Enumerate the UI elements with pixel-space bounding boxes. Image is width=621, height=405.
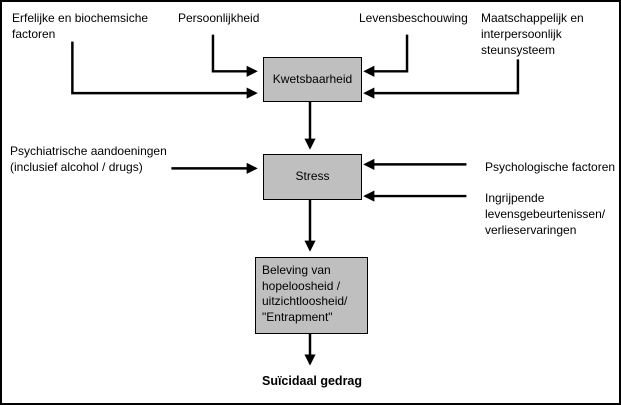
label-ingrijpende-levensgebeurtenissen: Ingrijpende levensgebeurtenissen/ verlie… [485, 191, 606, 238]
arrow-persoonlijkheid-to-kwetsbaarheid [211, 34, 258, 77]
label-maatschappelijk-steunsysteem: Maatschappelijk en interpersoonlijk steu… [481, 11, 584, 58]
node-stress: Stress [263, 154, 362, 200]
arrow-levensbeschouwing-to-kwetsbaarheid [363, 34, 409, 77]
label-persoonlijkheid: Persoonlijkheid [178, 11, 260, 25]
node-beleving-hopeloosheid: Beleving van hopeloosheid / uitzichtloos… [255, 257, 368, 334]
label-erfelijke-factoren: Erfelijke en biochemsiche factoren [12, 11, 149, 42]
node-kwetsbaarheid: Kwetsbaarheid [263, 57, 362, 102]
label-levensbeschouwing: Levensbeschouwing [359, 11, 468, 25]
arrow-erfelijke-to-kwetsbaarheid [71, 41, 258, 99]
label-psychiatrische-aandoeningen: Psychiatrische aandoeningen (inclusief a… [10, 144, 167, 175]
label-suicidaal-gedrag: Suïcidaal gedrag [261, 374, 363, 388]
arrow-maatschappelijk-to-kwetsbaarheid [363, 59, 520, 99]
label-psychologische-factoren: Psychologische factoren [485, 160, 616, 174]
